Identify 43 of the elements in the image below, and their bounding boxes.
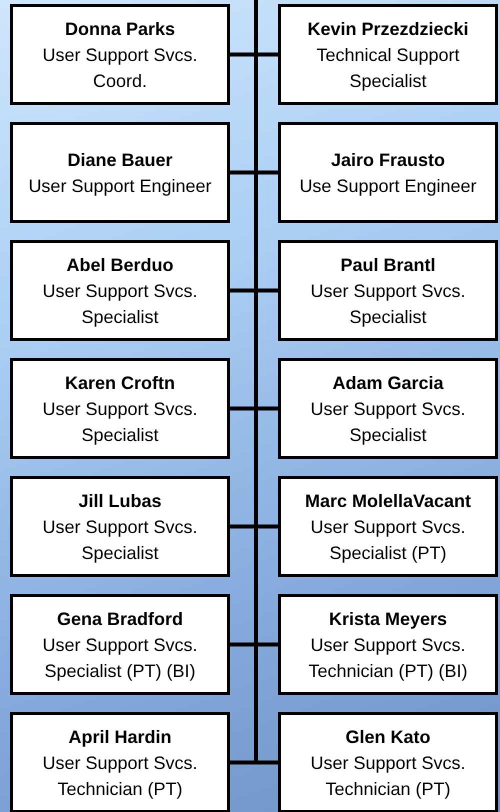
job-title: User Support Svcs. Specialist [41,516,199,565]
person-box [278,240,498,341]
job-title: Technical Support Specialist [315,44,461,93]
person-box [278,122,498,223]
person-name: Abel Berduo [66,254,174,276]
person-box [10,240,230,341]
person-name: Glen Kato [345,726,430,748]
job-title: User Support Svcs. Technician (PT) (BI) [307,634,469,683]
person-name: Adam Garcia [332,372,444,394]
person-name: Marc MolellaVacant [304,490,472,512]
person-name: Paul Brantl [340,254,436,276]
job-title: User Support Svcs. Specialist [41,398,199,447]
person-name: Jill Lubas [78,490,162,512]
person-box [10,122,230,223]
job-title: User Support Svcs. Specialist [309,398,467,447]
person-name: Karen Croftn [64,372,175,394]
job-title: Use Support Engineer [299,174,477,198]
person-box [278,4,498,105]
person-box [10,594,230,695]
person-name: Krista Meyers [328,608,448,631]
person-box [10,4,230,105]
job-title: User Support Engineer [28,174,212,198]
person-box [10,712,230,812]
person-box [278,594,498,695]
job-title: User Support Svcs. Specialist [309,280,467,329]
person-box [278,476,498,577]
job-title: User Support Svcs. Technician (PT) [309,752,467,801]
job-title: User Support Svcs. Technician (PT) [41,752,199,801]
person-name: Donna Parks [64,18,176,40]
person-box [10,358,230,459]
person-name: Jairo Frausto [330,148,446,172]
person-name: April Hardin [68,726,172,749]
job-title: User Support Svcs. Specialist (PT) [309,516,467,565]
job-title: User Support Svcs. Specialist (PT) (BI) [41,634,199,683]
person-box [278,712,498,812]
person-box [10,476,230,577]
person-name: Gena Bradford [56,608,184,630]
connector-line [254,0,278,764]
person-box [278,358,498,459]
job-title: User Support Svcs. Specialist [41,280,199,329]
person-name: Diane Bauer [67,148,173,172]
person-name: Kevin Przezdziecki [307,18,469,40]
job-title: User Support Svcs. Coord. [41,44,199,92]
